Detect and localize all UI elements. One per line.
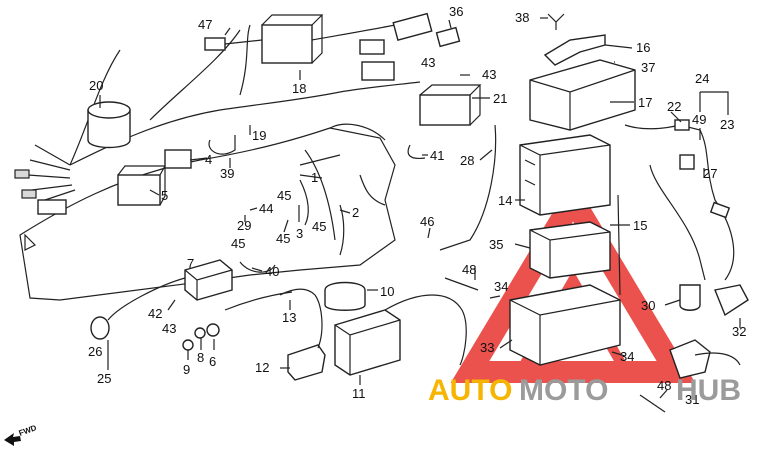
callout-32: 32 <box>732 324 746 339</box>
callout-4: 4 <box>205 152 212 167</box>
callout-labels: 1 2 3 4 5 6 7 8 9 10 11 12 13 14 15 16 1… <box>88 4 746 407</box>
callout-42: 42 <box>148 306 162 321</box>
callout-14: 14 <box>498 193 512 208</box>
callout-16: 16 <box>636 40 650 55</box>
part-33-tray <box>509 284 621 366</box>
callout-21: 21 <box>493 91 507 106</box>
callout-8: 8 <box>197 350 204 365</box>
part-11-ignition-coil <box>334 309 401 376</box>
callout-22: 22 <box>667 99 681 114</box>
callout-33: 33 <box>480 340 494 355</box>
callout-10: 10 <box>380 284 394 299</box>
callout-3: 3 <box>296 226 303 241</box>
callout-34-lower: 34 <box>620 349 634 364</box>
callout-45-left: 45 <box>231 236 245 251</box>
callout-19: 19 <box>252 128 266 143</box>
part-17-battery-tray <box>529 59 636 131</box>
callout-34: 34 <box>494 279 508 294</box>
callout-11: 11 <box>352 386 366 401</box>
callout-49: 49 <box>692 112 706 127</box>
callout-2: 2 <box>352 205 359 220</box>
callout-45-right: 45 <box>312 219 326 234</box>
callout-24: 24 <box>695 71 709 86</box>
part-31-relay <box>669 339 711 379</box>
part-7-coil-unit <box>184 259 233 301</box>
callout-47: 47 <box>198 17 212 32</box>
callout-25: 25 <box>97 371 111 386</box>
callout-28: 28 <box>460 153 474 168</box>
callout-45-lower: 45 <box>276 231 290 246</box>
callout-15: 15 <box>633 218 647 233</box>
part-18-regulator <box>261 24 313 64</box>
part-12-plug-cap <box>287 344 326 381</box>
callout-44: 44 <box>259 201 273 216</box>
watermark-moto: MOTO <box>519 374 608 407</box>
callout-41: 41 <box>430 148 444 163</box>
part-20-cover <box>87 101 131 149</box>
leader-lines <box>99 17 741 399</box>
callout-48-lower: 48 <box>657 378 671 393</box>
callout-45: 45 <box>277 188 291 203</box>
callout-12: 12 <box>255 360 269 375</box>
part-32-switch <box>714 284 749 317</box>
part-26-bulb <box>90 316 110 340</box>
callout-1: 1 <box>311 170 318 185</box>
callout-31: 31 <box>685 392 699 407</box>
part-30-sensor <box>679 284 701 311</box>
callout-39: 39 <box>220 166 234 181</box>
callout-37: 37 <box>641 60 655 75</box>
callout-38: 38 <box>515 10 529 25</box>
part-35-box <box>529 221 611 279</box>
callout-35: 35 <box>489 237 503 252</box>
part-5-box <box>117 174 161 206</box>
part-10-cap <box>324 281 366 311</box>
watermark-auto: AUTO <box>428 374 512 407</box>
callout-13: 13 <box>282 310 296 325</box>
callout-6: 6 <box>209 354 216 369</box>
callout-9: 9 <box>183 362 190 377</box>
part-21-module <box>419 94 471 126</box>
callout-46: 46 <box>420 214 434 229</box>
part-4-relay <box>164 149 192 169</box>
callout-30: 30 <box>641 298 655 313</box>
callout-18: 18 <box>292 81 306 96</box>
callout-36: 36 <box>449 4 463 19</box>
frame-outline <box>19 127 396 301</box>
callout-43: 43 <box>162 321 176 336</box>
callout-43-right: 43 <box>482 67 496 82</box>
watermark-hub: HUB <box>676 374 741 407</box>
callout-27: 27 <box>703 166 717 181</box>
fwd-label: FWD <box>18 423 38 438</box>
callout-17: 17 <box>638 95 652 110</box>
watermark-logo: AUTO MOTO HUB <box>428 374 741 407</box>
callout-20: 20 <box>89 78 103 93</box>
callout-5: 5 <box>161 188 168 203</box>
callout-23: 23 <box>720 117 734 132</box>
forward-direction-indicator: FWD <box>4 423 38 446</box>
callout-40: 40 <box>265 264 279 279</box>
callout-26: 26 <box>88 344 102 359</box>
callout-29: 29 <box>237 218 251 233</box>
callout-48: 48 <box>462 262 476 277</box>
part-14-battery <box>519 134 611 216</box>
callout-43-upper: 43 <box>421 55 435 70</box>
callout-7: 7 <box>187 256 194 271</box>
